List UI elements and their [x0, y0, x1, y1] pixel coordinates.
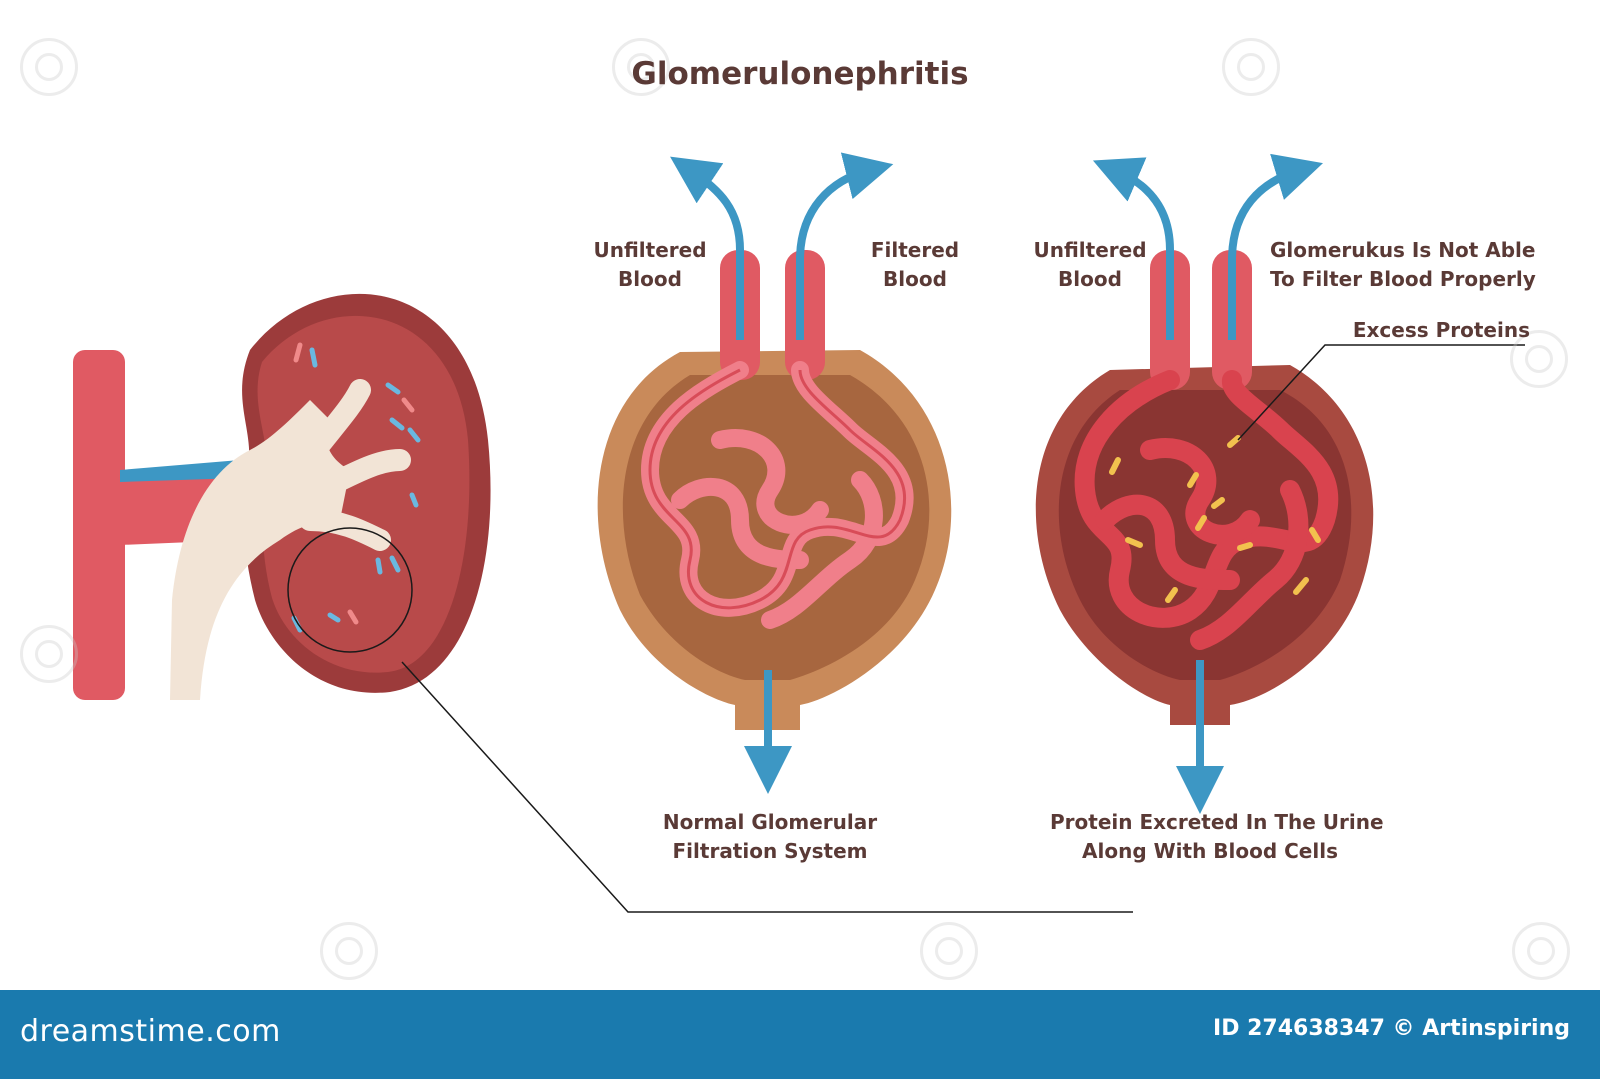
label-filtered-blood: Filtered Blood: [860, 236, 970, 294]
diagram-artwork: [73, 152, 1525, 913]
watermark-ring: [20, 625, 78, 683]
efferent-vessel-normal: [785, 250, 825, 380]
label-line: Unfiltered: [593, 238, 707, 262]
arrow-out-diseased: [1228, 153, 1323, 340]
watermark-ring: [20, 38, 78, 96]
watermark-ring: [1512, 922, 1570, 980]
watermark-ring: [320, 922, 378, 980]
label-excess-proteins: Excess Proteins: [1352, 318, 1530, 342]
label-line: Blood: [1058, 267, 1122, 291]
caption-line: Protein Excreted In The Urine: [1050, 810, 1384, 834]
label-not-able-to-filter: Glomerukus Is Not Able To Filter Blood P…: [1270, 236, 1536, 294]
watermark-ring: [920, 922, 978, 980]
label-line: Unfiltered: [1033, 238, 1147, 262]
caption-diseased: Protein Excreted In The Urine Along With…: [1050, 808, 1384, 866]
zoom-leader-line: [401, 661, 1133, 913]
diseased-glomerulus: [1035, 153, 1525, 814]
label-line: Blood: [618, 267, 682, 291]
renal-artery-trunk: [73, 350, 125, 700]
footer-credit: ID 274638347 © Artinspiring: [1213, 1016, 1570, 1041]
footer-bar: dreamstime.com ID 274638347 © Artinspiri…: [0, 990, 1600, 1079]
diagram-stage: Glomerulonephritis Unfiltered Blood Filt…: [20, 38, 1570, 980]
label-line: Glomerukus Is Not Able: [1270, 238, 1536, 262]
label-line: Blood: [883, 267, 947, 291]
normal-glomerulus: [597, 152, 952, 794]
caption-normal: Normal Glomerular Filtration System: [660, 808, 880, 866]
watermark-ring: [612, 38, 670, 96]
caption-line: Along With Blood Cells: [1082, 839, 1338, 863]
label-line: To Filter Blood Properly: [1270, 267, 1536, 291]
arrow-unfiltered-in-normal: [670, 156, 744, 340]
arrow-unfiltered-in-diseased: [1092, 157, 1174, 340]
caption-line: Normal Glomerular: [662, 810, 878, 834]
watermark-ring: [1510, 330, 1568, 388]
label-line: Filtered: [870, 238, 960, 262]
caption-line: Filtration System: [672, 839, 868, 863]
kidney-illustration: [73, 293, 1133, 913]
zoom-circle: [287, 527, 413, 653]
capillary-outline-normal: [648, 368, 907, 610]
renal-calyces: [289, 379, 411, 551]
nephron-marks: [291, 342, 421, 633]
arrow-filtered-out-normal: [796, 152, 894, 340]
diagram-title: Glomerulonephritis: [631, 56, 969, 92]
capillary-tuft-diseased: [1074, 370, 1339, 650]
protein-deposits: [1109, 435, 1321, 603]
footer-brand[interactable]: dreamstime.com: [20, 1014, 281, 1049]
watermark-ring: [1222, 38, 1280, 96]
label-unfiltered-blood-diseased: Unfiltered Blood: [1030, 236, 1150, 294]
excess-proteins-pointer: [1237, 344, 1525, 441]
label-unfiltered-blood-normal: Unfiltered Blood: [590, 236, 710, 294]
